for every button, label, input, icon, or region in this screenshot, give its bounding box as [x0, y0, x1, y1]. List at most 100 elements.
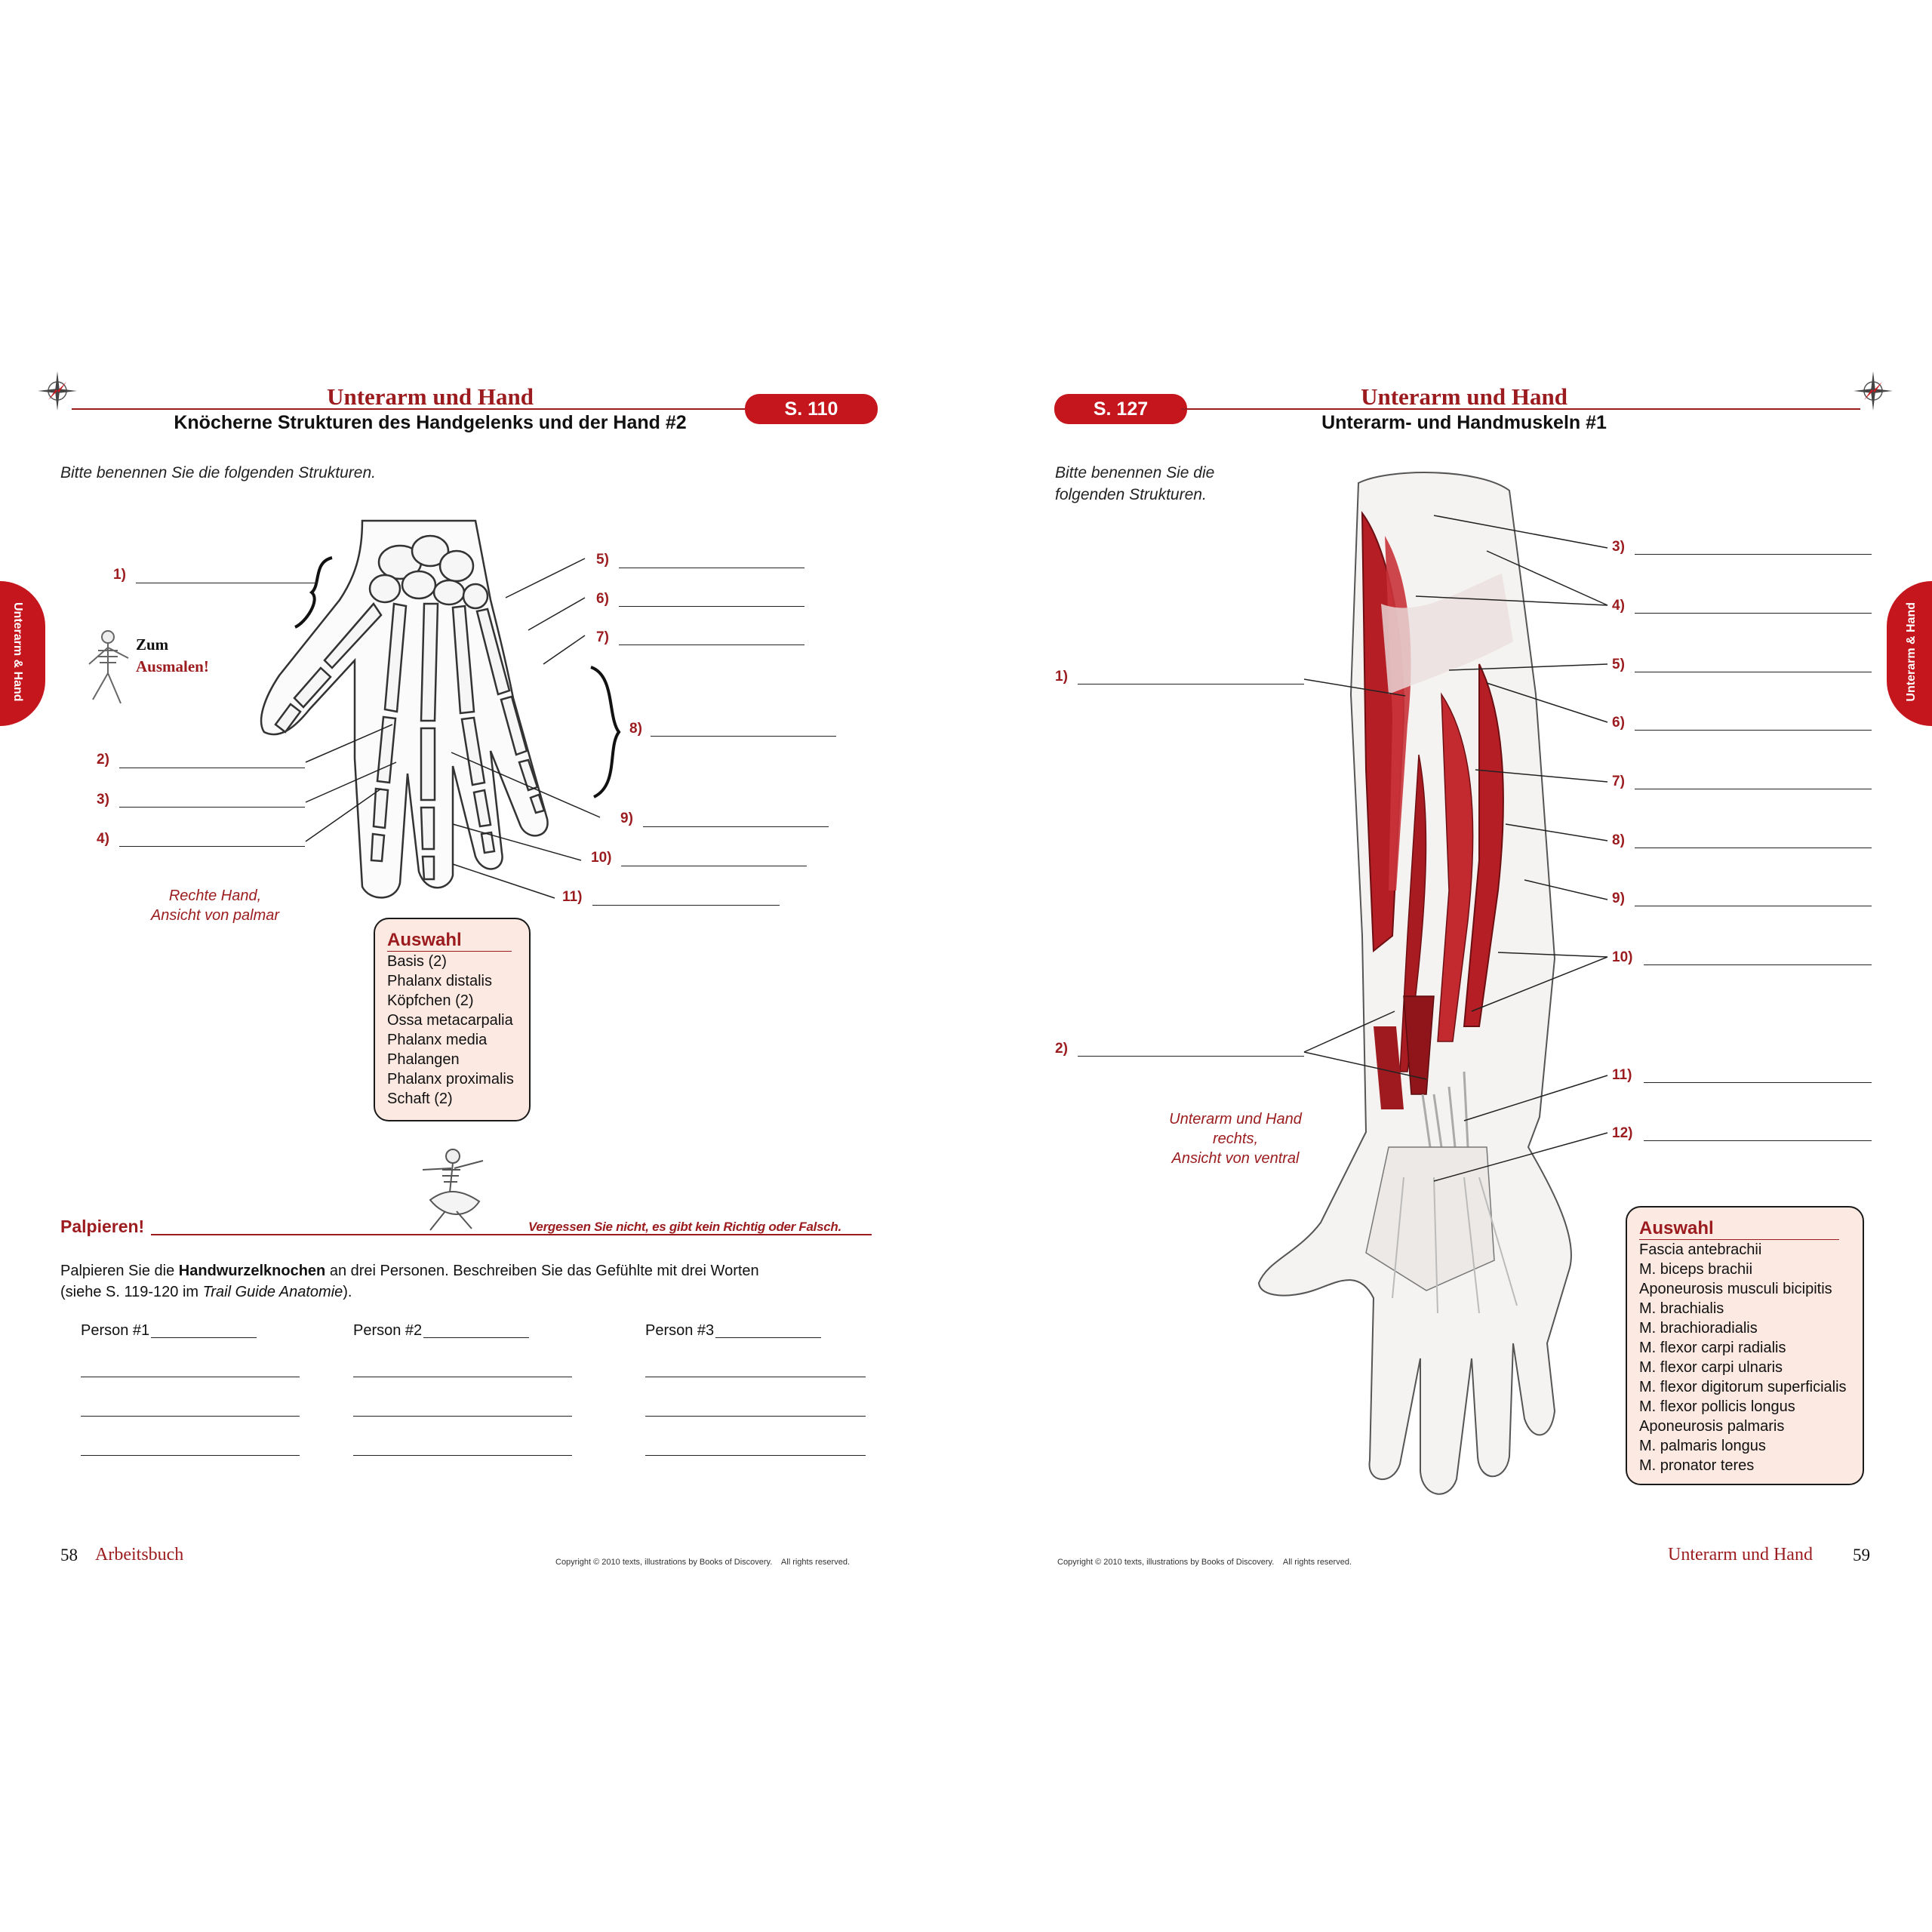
right-answer-line-2[interactable]	[1078, 1056, 1304, 1057]
right-footer-title: Unterarm und Hand	[1668, 1545, 1813, 1564]
left-auswahl-list: Basis (2) Phalanx distalis Köpfchen (2) …	[387, 952, 517, 1109]
list-item: Phalangen	[387, 1051, 460, 1068]
left-subtitle: Knöcherne Strukturen des Handgelenks und…	[174, 412, 687, 433]
list-item: M. palmaris longus	[1639, 1438, 1766, 1454]
left-answer-line-3[interactable]	[119, 807, 305, 808]
right-label-3: 3)	[1612, 539, 1625, 555]
zum-ausmalen-line2: Ausmalen!	[136, 657, 209, 675]
left-label-1: 1)	[113, 567, 126, 583]
left-side-tab: Unterarm & Hand	[0, 581, 45, 726]
left-header-rule	[72, 408, 751, 410]
left-figure-caption: Rechte Hand, Ansicht von palmar	[150, 888, 280, 924]
right-label-5: 5)	[1612, 657, 1625, 672]
person-2-line-2[interactable]	[353, 1416, 572, 1417]
forearm-muscles-illustration	[1257, 472, 1572, 1495]
list-item: Basis (2)	[387, 953, 447, 970]
left-chapter-title: Unterarm und Hand	[327, 383, 534, 410]
list-item: M. brachialis	[1639, 1300, 1724, 1317]
person-1-name-line[interactable]	[151, 1337, 257, 1338]
list-item: M. biceps brachii	[1639, 1261, 1753, 1278]
left-footer-title: Arbeitsbuch	[95, 1545, 184, 1564]
person-3-line-2[interactable]	[645, 1416, 866, 1417]
palpieren-title: Palpieren!	[60, 1217, 145, 1236]
left-label-9: 9)	[620, 811, 633, 826]
list-item: M. flexor pollicis longus	[1639, 1398, 1795, 1415]
palpieren-instructions: Palpieren Sie die Handwurzelknochen an d…	[60, 1263, 759, 1300]
left-answer-line-6[interactable]	[619, 606, 804, 607]
left-answer-line-8[interactable]	[651, 736, 836, 737]
hand-skeleton-illustration	[260, 519, 549, 899]
left-label-5: 5)	[596, 552, 609, 568]
left-label-11: 11)	[562, 889, 583, 905]
left-label-2: 2)	[97, 752, 109, 768]
right-answer-line-12[interactable]	[1644, 1140, 1872, 1141]
person-1-line-3[interactable]	[81, 1455, 300, 1456]
right-chapter-title: Unterarm und Hand	[1361, 383, 1567, 410]
palpieren-rule	[151, 1234, 872, 1235]
person-3-label: Person #3	[645, 1322, 715, 1339]
right-figure-caption: Unterarm und Hand rechts, Ansicht von ve…	[1169, 1111, 1302, 1167]
right-header-rule	[1181, 408, 1860, 410]
list-item: M. flexor digitorum superficialis	[1639, 1379, 1847, 1395]
person-3-line-3[interactable]	[645, 1455, 866, 1456]
right-subtitle: Unterarm- und Handmuskeln #1	[1321, 412, 1607, 433]
person-2-label: Person #2	[353, 1322, 423, 1339]
left-label-10: 10)	[591, 850, 612, 866]
left-page-number: 58	[60, 1546, 78, 1564]
left-label-6: 6)	[596, 591, 609, 607]
right-answer-line-6[interactable]	[1635, 730, 1872, 731]
list-item: M. pronator teres	[1639, 1457, 1755, 1474]
compass-rose-icon	[38, 371, 77, 411]
list-item: M. flexor carpi radialis	[1639, 1340, 1786, 1356]
left-instruction: Bitte benennen Sie die folgenden Struktu…	[60, 464, 376, 481]
person-2-name-line[interactable]	[423, 1337, 529, 1338]
dancing-skeleton-icon	[422, 1149, 484, 1231]
list-item: Fascia antebrachii	[1639, 1241, 1762, 1258]
palpieren-note: Vergessen Sie nicht, es gibt kein Richti…	[528, 1220, 841, 1234]
list-item: Phalanx proximalis	[387, 1071, 514, 1088]
left-answer-line-9[interactable]	[643, 826, 829, 827]
right-label-4: 4)	[1612, 598, 1625, 614]
bracket-1	[294, 556, 333, 629]
right-answer-line-11[interactable]	[1644, 1082, 1872, 1083]
person-2-line-3[interactable]	[353, 1455, 572, 1456]
list-item: Phalanx distalis	[387, 973, 492, 989]
person-1-label: Person #1	[81, 1322, 150, 1339]
right-auswahl-list: Fascia antebrachii M. biceps brachii Apo…	[1639, 1240, 1850, 1475]
right-answer-line-3[interactable]	[1635, 554, 1872, 555]
left-label-8: 8)	[629, 721, 642, 737]
compass-rose-icon	[1854, 371, 1893, 411]
right-answer-line-10[interactable]	[1644, 964, 1872, 965]
list-item: M. flexor carpi ulnaris	[1639, 1359, 1783, 1376]
right-instruction: Bitte benennen Sie die folgenden Struktu…	[1055, 464, 1215, 503]
left-answer-line-4[interactable]	[119, 846, 305, 847]
list-item: Ossa metacarpalia	[387, 1012, 513, 1029]
left-label-3: 3)	[97, 792, 109, 808]
list-item: Köpfchen (2)	[387, 992, 474, 1009]
list-item: Aponeurosis palmaris	[1639, 1418, 1785, 1435]
left-label-4: 4)	[97, 831, 109, 847]
right-label-7: 7)	[1612, 774, 1625, 789]
left-page-ref-badge: S. 110	[745, 394, 878, 424]
left-answer-line-11[interactable]	[592, 905, 780, 906]
list-item: Schaft (2)	[387, 1091, 453, 1107]
person-1-line-2[interactable]	[81, 1416, 300, 1417]
right-label-1: 1)	[1055, 669, 1068, 685]
person-3-name-line[interactable]	[715, 1337, 821, 1338]
right-auswahl-title: Auswahl	[1639, 1218, 1839, 1240]
right-auswahl-box: Auswahl Fascia antebrachii M. biceps bra…	[1626, 1206, 1864, 1485]
skeleton-figure-icon	[88, 630, 129, 704]
left-copyright: Copyright © 2010 texts, illustrations by…	[555, 1558, 851, 1567]
right-label-11: 11)	[1612, 1067, 1632, 1083]
right-label-10: 10)	[1612, 949, 1633, 965]
list-item: Aponeurosis musculi bicipitis	[1639, 1281, 1832, 1297]
right-page-number: 59	[1853, 1546, 1870, 1564]
right-answer-line-4[interactable]	[1635, 613, 1872, 614]
right-label-12: 12)	[1612, 1125, 1633, 1141]
right-copyright: Copyright © 2010 texts, illustrations by…	[1057, 1558, 1352, 1567]
left-leader-lines	[305, 558, 601, 899]
right-answer-line-1[interactable]	[1078, 684, 1304, 685]
right-page-ref-badge: S. 127	[1054, 394, 1187, 424]
right-label-9: 9)	[1612, 891, 1625, 906]
list-item: M. brachioradialis	[1639, 1320, 1758, 1337]
